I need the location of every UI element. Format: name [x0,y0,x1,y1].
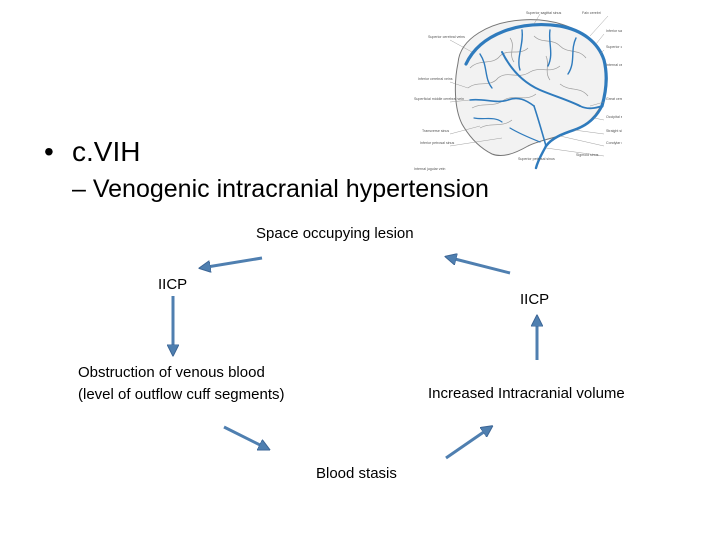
svg-text:Straight sinus: Straight sinus [606,129,622,133]
svg-text:Great cerebral vein: Great cerebral vein [606,97,622,101]
svg-text:Inferior petrosal sinus: Inferior petrosal sinus [420,141,455,145]
svg-text:Superior petrosal sinus: Superior petrosal sinus [518,157,555,161]
bullet-text: c.VIH [72,136,141,167]
arrow-lesion-to-iicp-left [201,256,263,268]
bullet-marker: • [44,136,54,167]
svg-text:Occipital sinus: Occipital sinus [606,115,622,119]
subbullet-text: Venogenic intracranial hypertension [92,175,489,203]
svg-text:Superior cerebral veins: Superior cerebral veins [428,35,465,39]
obstruction-line-1: Obstruction of venous blood [78,364,265,381]
node-iicp-left: IICP [158,276,188,293]
obstruction-line-2: (level of outflow cuff segments) [78,386,285,403]
subbullet-marker: – [72,175,86,203]
svg-text:Superior sagittal sinus: Superior sagittal sinus [526,11,562,15]
svg-text:Internal cerebral vein: Internal cerebral vein [606,63,622,67]
subbullet-item: – Venogenic intracranial hypertension [72,175,489,204]
svg-text:Internal jugular vein: Internal jugular vein [414,167,445,171]
node-iicp-right: IICP [520,291,550,308]
arrow-obstruction-to-stasis [223,425,268,449]
svg-text:Condylar emissary vein: Condylar emissary vein [606,141,622,145]
svg-text:Falx cerebri: Falx cerebri [582,11,601,15]
arrow-iicp-right-to-lesion [447,257,511,275]
cerebral-venous-anatomy-figure: Superior sagittal sinus Falx cerebri Sup… [414,11,622,171]
svg-text:Superficial middle cerebral ve: Superficial middle cerebral vein [414,97,464,101]
svg-text:Sigmoid sinus: Sigmoid sinus [576,153,599,157]
svg-text:Inferior sagittal sinus: Inferior sagittal sinus [606,29,622,33]
svg-text:Superior cerebral vein: Superior cerebral vein [606,45,622,49]
svg-text:Transverse sinus: Transverse sinus [422,129,449,133]
arrow-stasis-to-volume [445,427,491,460]
node-venous-obstruction: Obstruction of venous blood (level of ou… [78,362,338,406]
node-blood-stasis: Blood stasis [316,465,397,482]
node-increased-volume: Increased Intracranial volume [428,385,625,402]
svg-text:Inferior cerebral veins: Inferior cerebral veins [418,77,453,81]
node-space-occupying-lesion: Space occupying lesion [256,225,414,242]
bullet-item: • c.VIH [44,136,140,168]
